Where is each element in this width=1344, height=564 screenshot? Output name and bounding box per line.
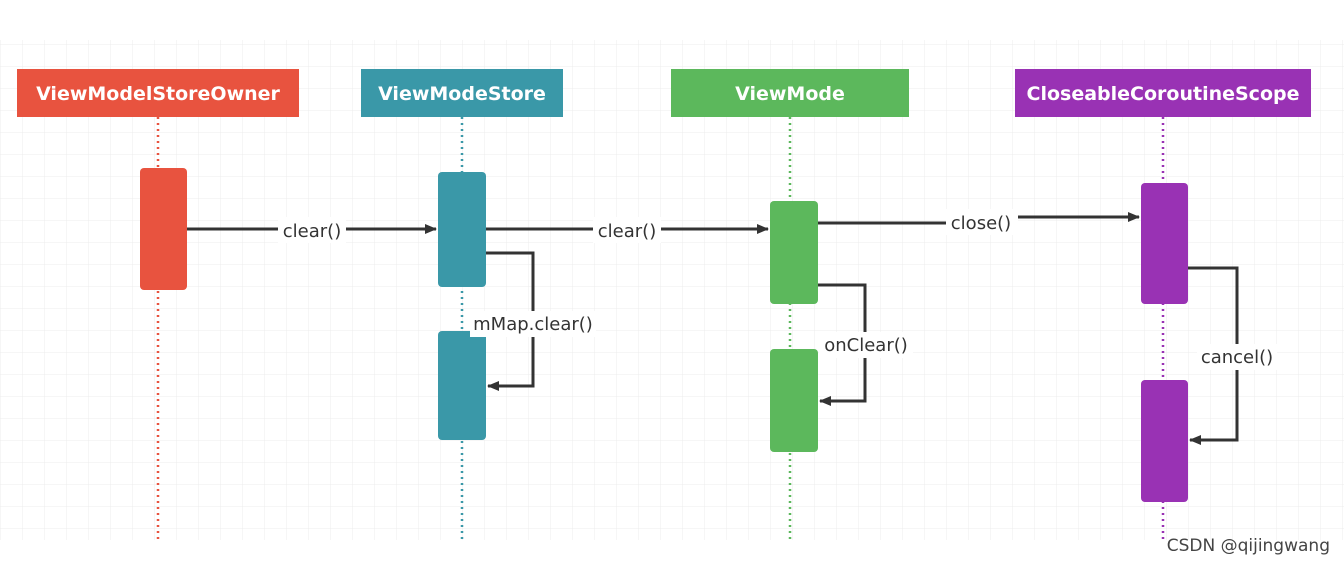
actor-owner-box [17,69,299,117]
actor-model-label: ViewMode [735,83,845,105]
activation-store-2 [438,331,486,440]
watermark: CSDN @qijingwang [1166,536,1330,556]
message-scope-self-label: cancel() [1201,347,1273,368]
actor-store[interactable]: ViewModeStore [361,69,563,117]
message-owner-to-store-label: clear() [283,221,341,242]
message-store-to-model-label: clear() [598,221,656,242]
actor-owner-label: ViewModelStoreOwner [36,83,280,105]
activation-scope-2 [1141,380,1188,502]
actor-scope-label: CloseableCoroutineScope [1027,83,1300,105]
activation-owner [140,168,187,290]
actor-model[interactable]: ViewMode [671,69,909,117]
activation-model-2 [770,349,818,452]
message-model-to-scope: close() [818,209,1140,235]
activation-store-1 [438,172,486,287]
message-store-self-label: mMap.clear() [473,314,593,335]
grid-background [0,40,1344,540]
actor-owner[interactable]: ViewModelStoreOwner [17,69,299,117]
message-model-to-scope-label: close() [951,213,1011,234]
actor-store-box [361,69,563,117]
actor-scope[interactable]: CloseableCoroutineScope [1015,69,1311,117]
message-model-self: onClear() [818,283,913,406]
activation-scope-1 [1141,183,1188,304]
message-store-to-model: clear() [486,217,769,243]
message-owner-to-store: clear() [187,217,437,243]
message-model-self-label: onClear() [824,335,908,356]
actor-store-label: ViewModeStore [378,83,546,105]
message-store-self: mMap.clear() [470,251,596,391]
activation-model-1 [770,201,818,304]
actor-scope-box [1015,69,1311,117]
message-scope-self: cancel() [1188,266,1277,445]
actor-model-box [671,69,909,117]
